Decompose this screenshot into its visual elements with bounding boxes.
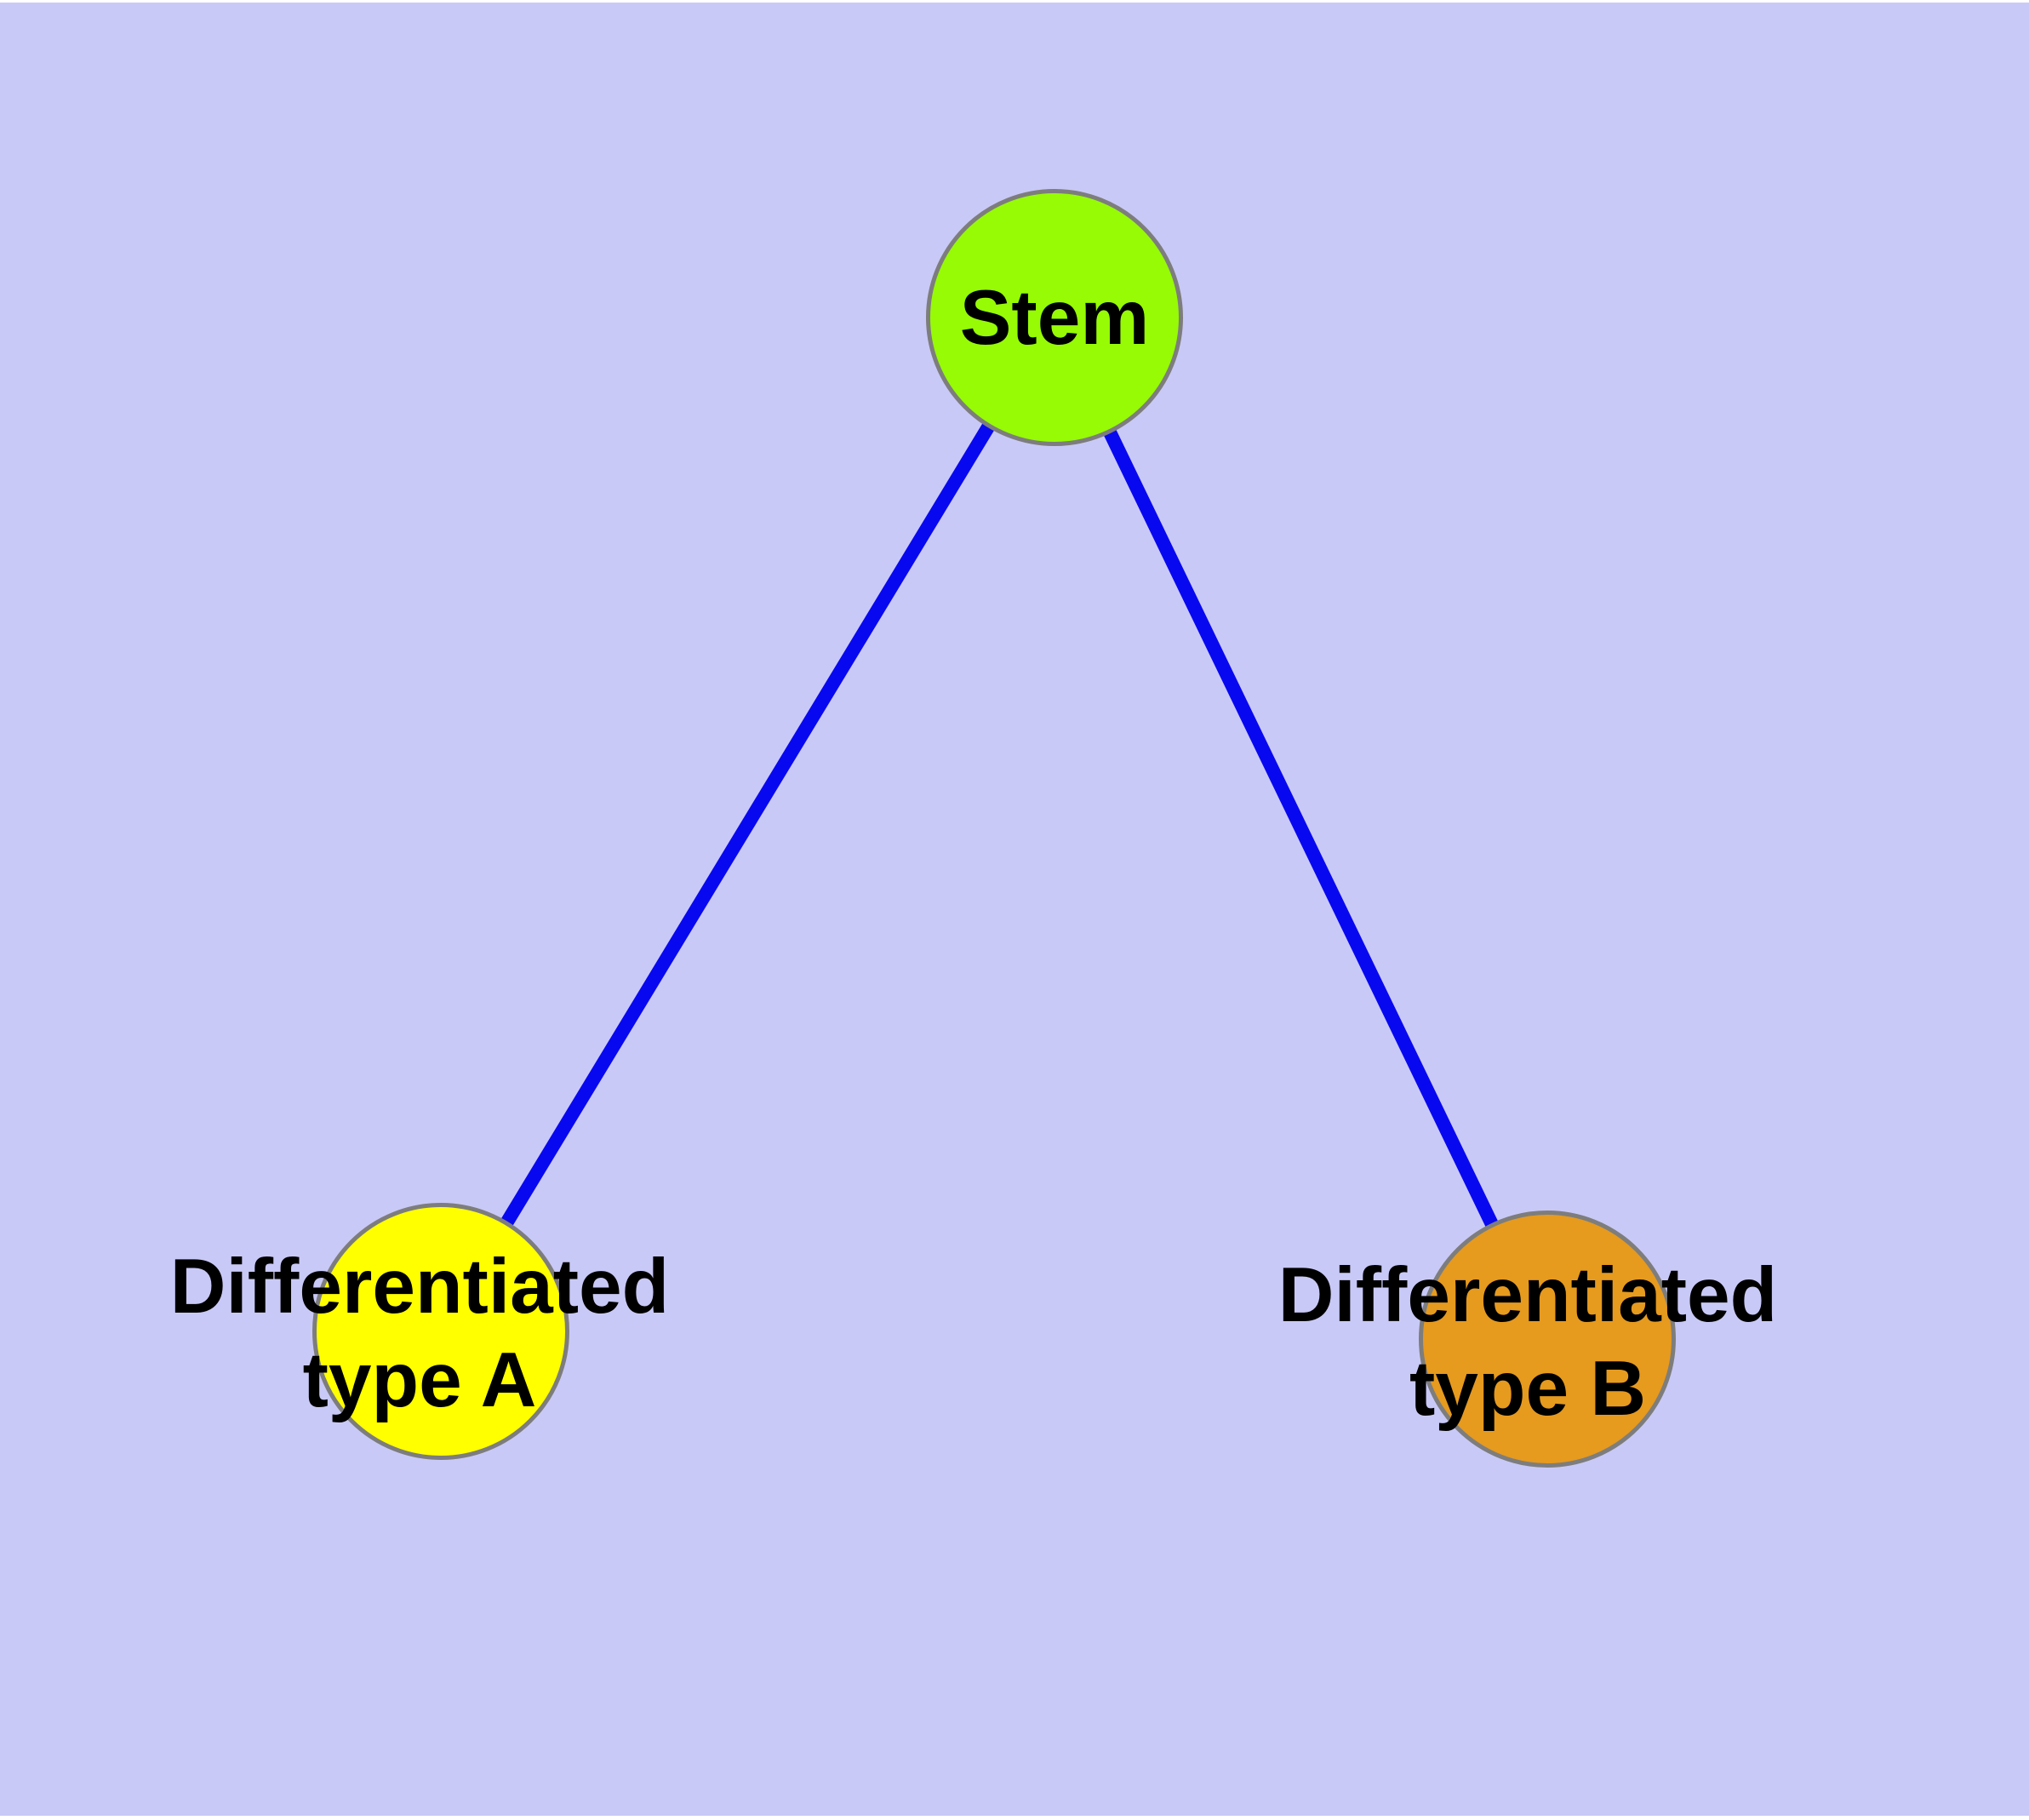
node-stem-circle: [926, 189, 1183, 446]
node-differentiated-type-b-circle: [1419, 1210, 1676, 1468]
node-b-label-line2: type B: [1409, 1346, 1647, 1432]
node-differentiated-type-a-circle: [312, 1203, 569, 1460]
node-a-label-line2: type A: [302, 1337, 537, 1423]
node-stem-label-line1: Stem: [959, 275, 1150, 361]
node-differentiated-type-a-label: Differentiated type A: [170, 1240, 670, 1428]
node-b-label-line1: Differentiated: [1277, 1252, 1778, 1338]
node-a-label-line1: Differentiated: [169, 1244, 670, 1330]
edge-stem-to-type-b: [1048, 314, 1554, 1342]
edge-stem-to-type-a: [435, 313, 1060, 1336]
node-differentiated-type-b-label: Differentiated type B: [1278, 1249, 1778, 1436]
node-stem-label: Stem: [960, 272, 1150, 365]
